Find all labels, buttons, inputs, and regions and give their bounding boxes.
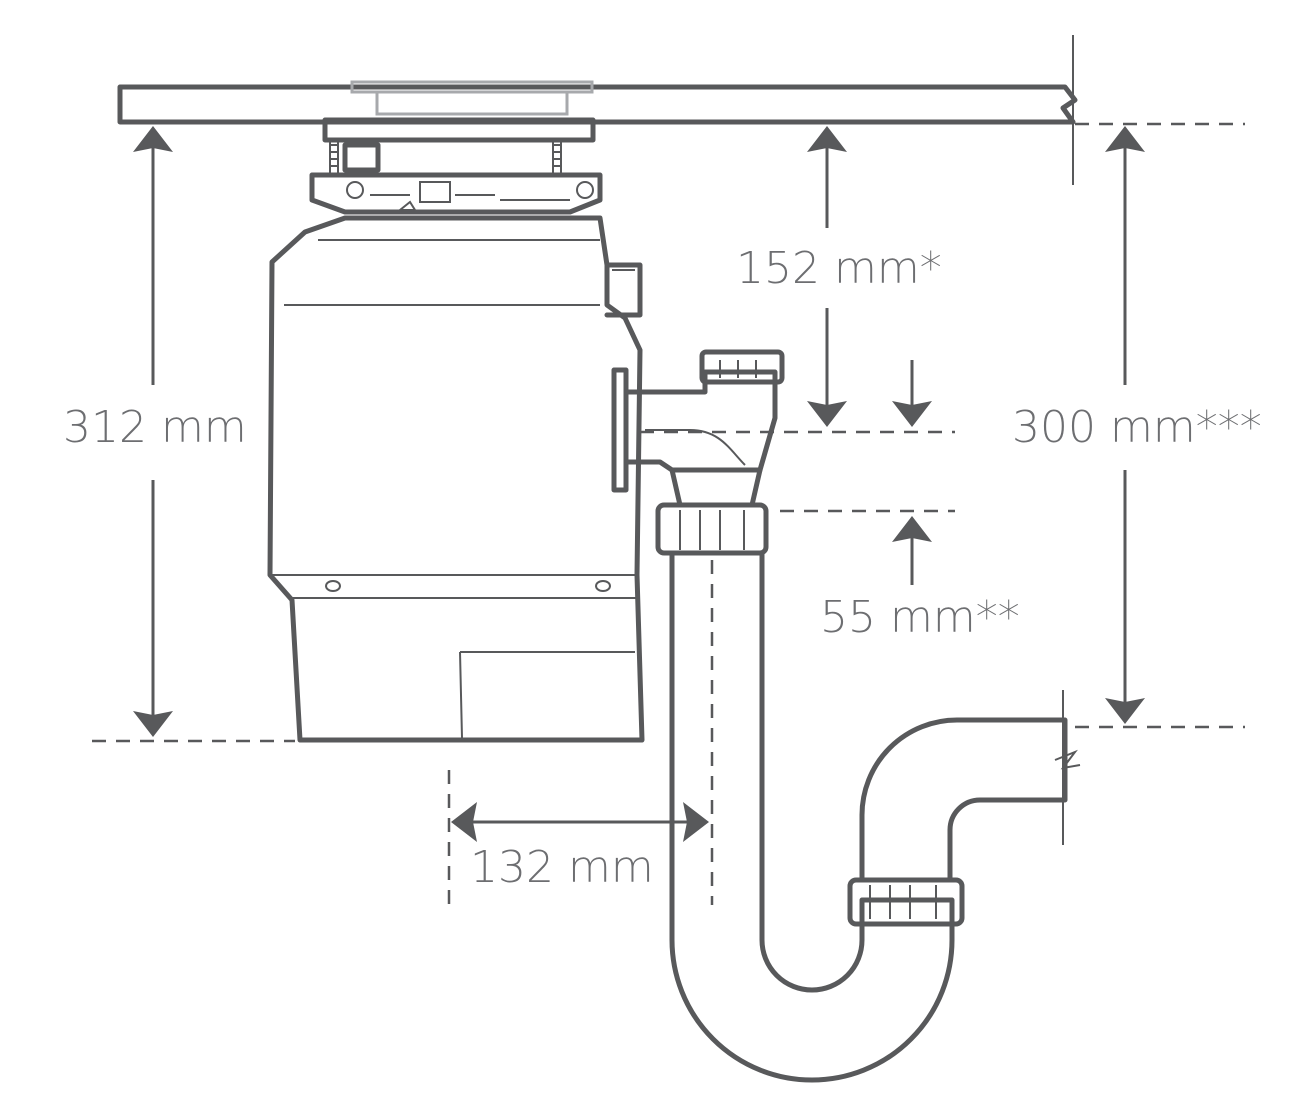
unit-height-label: 312 mm xyxy=(63,402,247,453)
dimension-arrows xyxy=(133,126,1145,842)
horizontal-offset-label: 132 mm xyxy=(470,842,654,893)
sink-flange xyxy=(350,80,594,116)
countertop xyxy=(117,35,1078,185)
inlet-height-label: 152 mm* xyxy=(736,243,942,294)
discharge-pipe xyxy=(623,349,1081,1083)
outlet-offset-label: 55 mm** xyxy=(820,592,1020,643)
disposer-unit xyxy=(267,215,645,743)
reference-lines xyxy=(92,122,1245,905)
mounting-assembly xyxy=(309,117,603,215)
trap-height-label: 300 mm*** xyxy=(1012,402,1262,453)
